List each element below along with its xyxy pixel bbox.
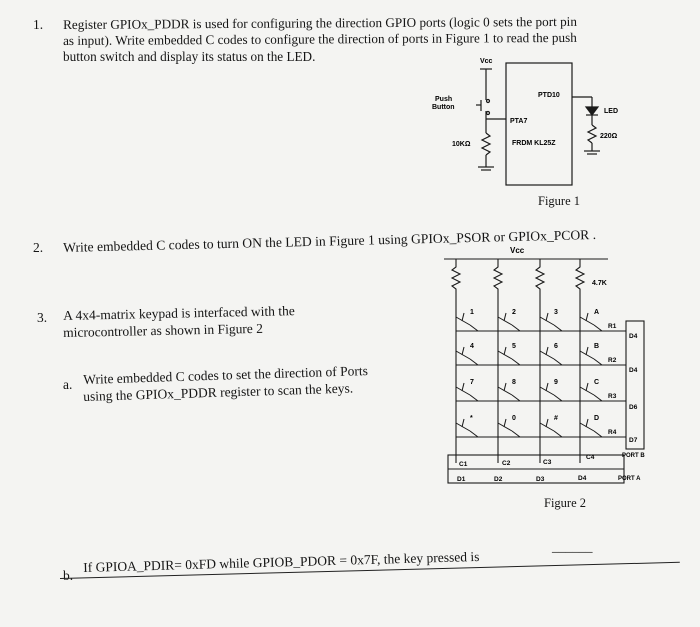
fig1-10k-label: 10KΩ [452,141,471,148]
q3b-letter: b. [63,568,74,583]
fig2-row-r2: R2 [608,357,617,364]
keypad-key-label: 1 [470,309,474,316]
q1-line3: button switch and display its status on … [63,49,316,64]
keypad-key-label: C [594,379,599,386]
fig1-push-label: Push [435,96,452,103]
fig1-vcc-label: Vcc [480,58,493,65]
fig2-pin-d7: D7 [629,437,638,444]
fig2-port-b: PORT B [622,453,645,459]
keypad-key-label: 6 [554,343,558,350]
keypad-switch-B [579,346,603,366]
fig1-button-label: Button [432,104,455,111]
fig2-col-c4: C4 [586,454,595,461]
keypad-key-label: 0 [512,415,516,422]
keypad-switch-0 [497,418,521,438]
keypad-key-label: 4 [470,343,474,350]
keypad-key-label: 7 [470,379,474,386]
fig2-vcc-label: Vcc [510,246,525,255]
keypad-switch-1 [455,312,479,332]
q2-number: 2. [33,240,44,255]
fig2-pin-d1: D1 [457,476,466,483]
figure2-keypad: 1 2 3 A 4 5 6 B 7 8 9 C * 0 # D 4.7K Vcc R1 R2 R3 R4 D4… [444,246,645,484]
keypad-key-label: A [594,309,599,316]
figure1-circuit: Vcc Push Button PTD10 PTA7 FRDM KL25Z LE… [432,58,618,186]
keypad-key-label: # [554,415,558,422]
fig2-col-c1: C1 [459,461,468,468]
keypad-switch-A [579,312,603,332]
figure1-caption: Figure 1 [538,194,581,208]
keypad-switch-6 [539,346,563,366]
keypad-switch-9 [539,382,563,402]
figure2-caption: Figure 2 [544,496,587,510]
fig2-4.7k-label: 4.7K [592,280,607,287]
fig2-port-a: PORT A [618,476,641,482]
fig2-row-r4: R4 [608,429,617,436]
fig2-row-r1: R1 [608,323,617,330]
keypad-switch-C [579,382,603,402]
keypad-key-label: * [470,415,473,422]
keypad-switch-2 [497,312,521,332]
keypad-key-label: 9 [554,379,558,386]
fig2-pin-d6: D6 [629,404,638,411]
q3a-letter: a. [63,377,73,392]
fig2-pin-d2: D2 [494,476,503,483]
keypad-switch-3 [539,312,563,332]
fig2-pin-d4: D4 [578,475,587,482]
keypad-switch-4 [455,346,479,366]
keypad-switch-D [579,418,603,438]
keypad-switch-5 [497,346,521,366]
q1-number: 1. [33,17,44,32]
keypad-key-label: 8 [512,379,516,386]
fig1-ptd10-label: PTD10 [538,92,560,99]
keypad-switch-8 [497,382,521,402]
fig1-board-label: FRDM KL25Z [512,140,556,147]
keypad-key-label: B [594,343,599,350]
answer-blank[interactable]: ______ [552,539,593,554]
keypad-key-label: 5 [512,343,516,350]
keypad-switch-7 [455,382,479,402]
fig1-led-label: LED [604,108,618,115]
keypad-key-label: D [594,415,599,422]
fig2-row-r3: R3 [608,393,617,400]
q3-number: 3. [37,310,48,325]
fig2-pin-d4a: D4 [629,333,638,340]
fig2-pin-d4b: D4 [629,367,638,374]
fig2-col-c2: C2 [502,460,511,467]
keypad-key-label: 3 [554,309,558,316]
fig1-220-label: 220Ω [600,133,618,140]
keypad-key-label: 2 [512,309,516,316]
fig2-col-c3: C3 [543,459,552,466]
keypad-switch-* [455,418,479,438]
fig1-pta7-label: PTA7 [510,118,527,125]
fig2-pin-d3: D3 [536,476,545,483]
q1-line2: as input). Write embedded C codes to con… [63,29,577,48]
keypad-switch-# [539,418,563,438]
q3-line2: microcontroller as shown in Figure 2 [63,320,264,340]
